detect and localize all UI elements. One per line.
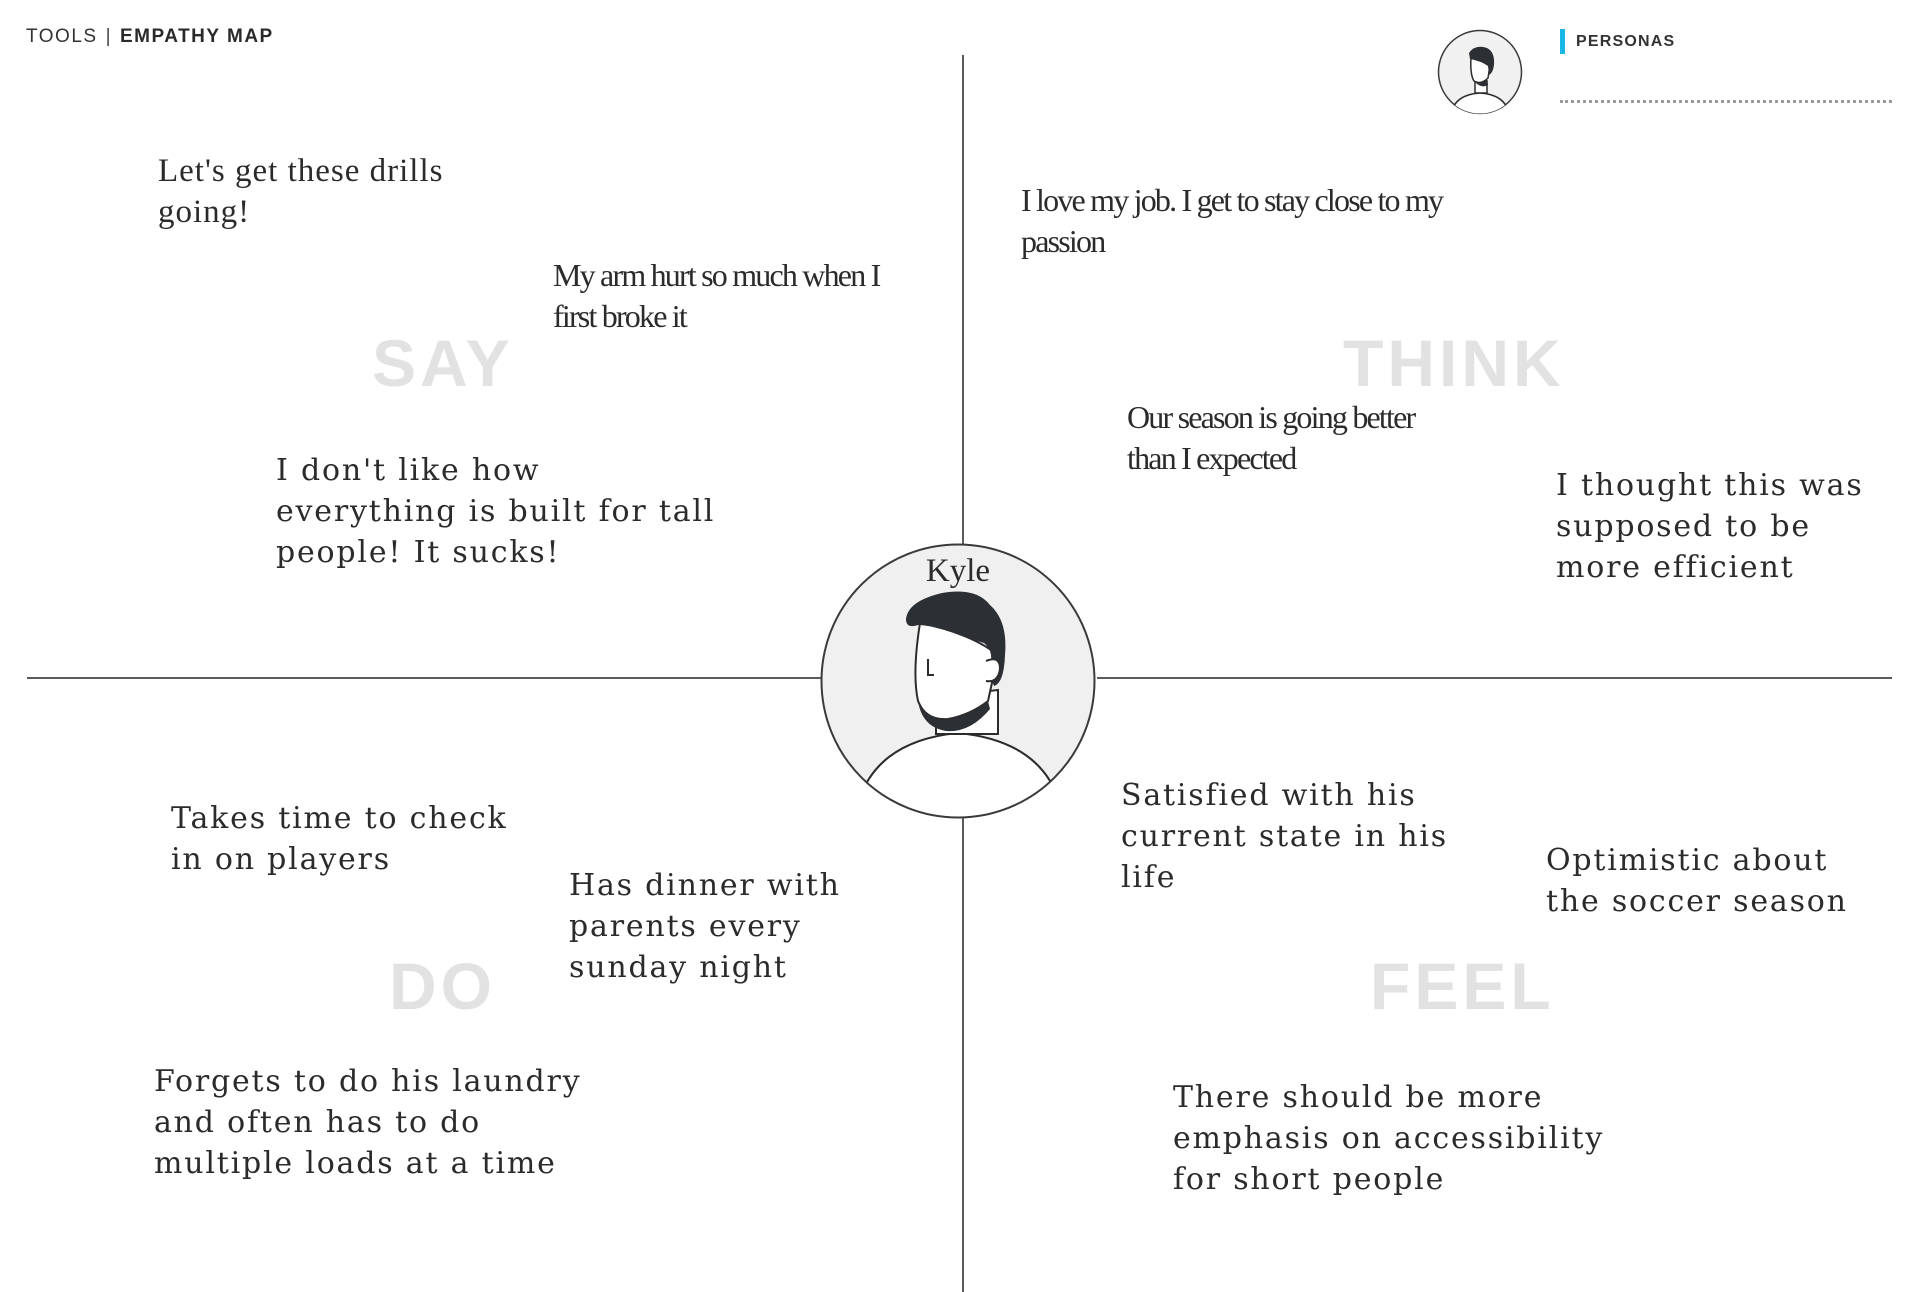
do-note[interactable]: Has dinner with parents every sunday nig… [569,868,841,985]
personas-tab[interactable]: PERSONAS [1576,33,1676,50]
think-note[interactable]: I thought this was supposed to be more e… [1556,468,1864,585]
do-note[interactable]: Forgets to do his laundry and often has … [154,1064,582,1181]
persona-avatar-small[interactable] [1437,29,1523,115]
horizontal-axis-right [1097,677,1892,679]
quadrant-label-feel: FEEL [1370,949,1555,1023]
vertical-axis-bottom [962,815,964,1292]
persona-avatar-icon [820,543,1096,819]
think-note[interactable]: Our season is going better than I expect… [1127,399,1416,476]
think-note[interactable]: I love my job. I get to stay close to my… [1021,182,1444,259]
say-note[interactable]: My arm hurt so much when I first broke i… [553,257,881,334]
say-note[interactable]: I don't like how everything is built for… [276,453,716,570]
feel-note[interactable]: Satisfied with his current state in his … [1121,778,1448,895]
horizontal-axis-left [27,677,823,679]
personas-accent-bar [1560,29,1565,54]
feel-note[interactable]: Optimistic about the soccer season [1546,843,1848,919]
quadrant-label-do: DO [389,949,496,1023]
quadrant-label-think: THINK [1343,326,1565,400]
breadcrumb: TOOLS | EMPATHY MAP [26,26,274,48]
feel-note[interactable]: There should be more emphasis on accessi… [1173,1080,1605,1197]
avatar-icon [1437,29,1523,115]
quadrant-label-say: SAY [372,326,514,400]
breadcrumb-current: EMPATHY MAP [120,26,274,47]
do-note[interactable]: Takes time to check in on players [171,801,508,877]
say-note[interactable]: Let's get these drills going! [158,153,444,230]
breadcrumb-section[interactable]: TOOLS [26,26,98,47]
breadcrumb-separator: | [105,26,112,47]
persona-center[interactable]: Kyle [820,543,1096,819]
persona-name: Kyle [925,553,991,589]
vertical-axis-top [962,55,964,545]
personas-dotted-divider [1560,100,1892,103]
